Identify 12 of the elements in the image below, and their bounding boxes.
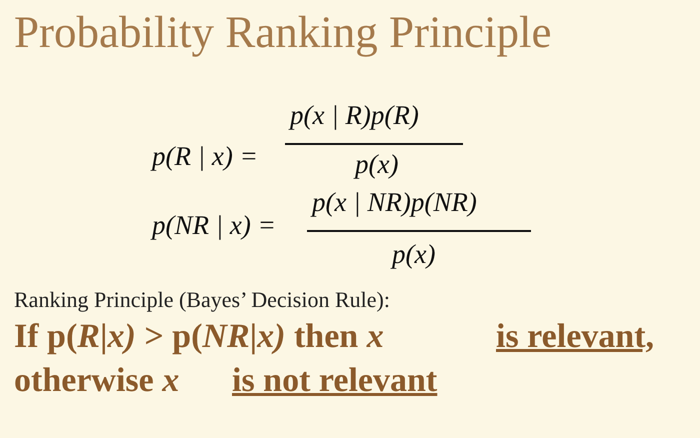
- rule-conclusion: is relevant,: [496, 318, 654, 356]
- formula-numerator: p(x | R)p(R): [290, 101, 419, 131]
- slide-title: Probability Ranking Principle: [14, 8, 552, 58]
- formula-text: p(NR | x) =: [152, 211, 276, 241]
- rule-statement: If p(R|x) > p(NR|x) then x: [14, 318, 384, 356]
- formula-denominator: p(x): [355, 150, 398, 180]
- formula-denominator: p(x): [392, 240, 436, 270]
- rule-statement: otherwise x: [14, 362, 180, 400]
- rule-heading: Ranking Principle (Bayes’ Decision Rule):: [14, 288, 390, 312]
- formula-numerator: p(x | NR)p(NR): [312, 188, 477, 218]
- rule-conclusion: is not relevant: [232, 362, 438, 400]
- formula-text: p(R | x) =: [152, 142, 258, 172]
